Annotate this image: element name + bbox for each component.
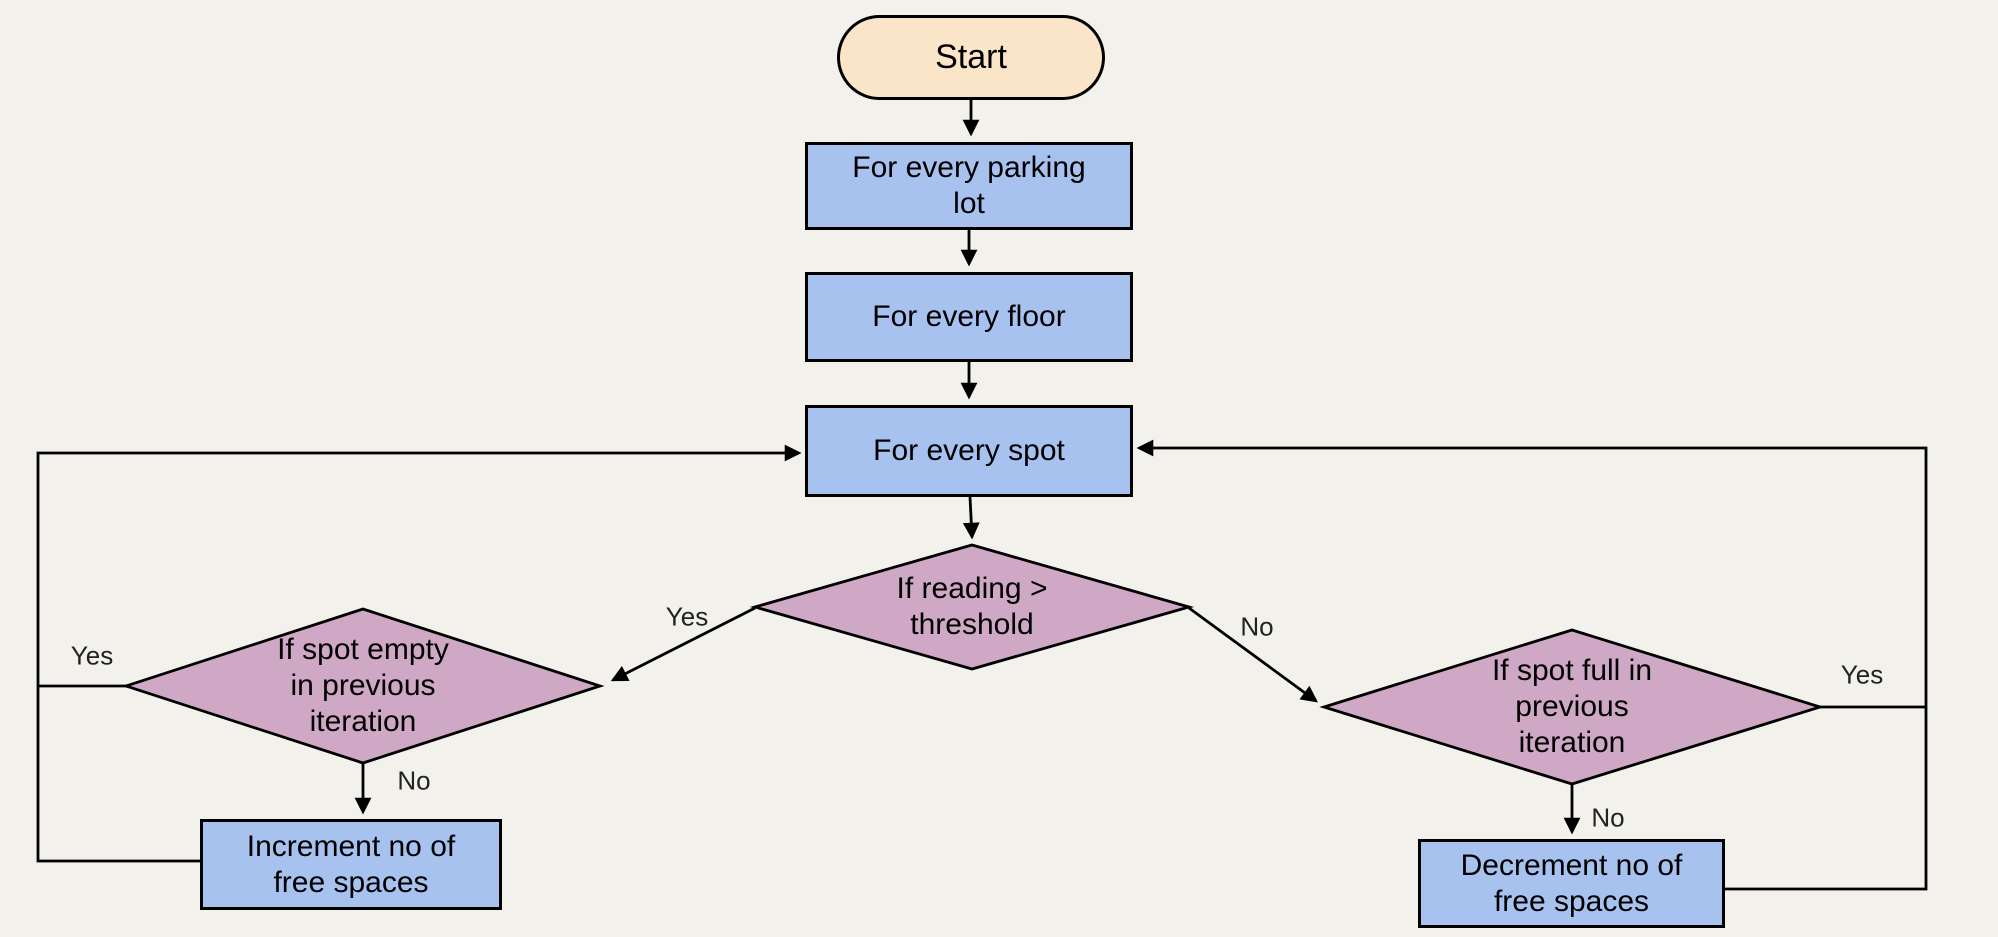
node-increment-free-spaces-label: Increment no of free spaces: [246, 829, 456, 899]
decision-if-spot-full-shape: [1319, 628, 1825, 786]
node-start-label: Start: [935, 38, 1007, 77]
node-for-every-floor-label: For every floor: [872, 300, 1066, 333]
edge-label-reading-yes: Yes: [665, 601, 709, 632]
edge-label-spot-empty-no: No: [397, 765, 431, 796]
edge-label-spot-full-yes: Yes: [1840, 659, 1884, 690]
decision-if-reading-threshold-shape: [749, 543, 1195, 671]
node-for-every-floor: For every floor: [805, 272, 1133, 362]
edge-spot-to-reading: [962, 496, 980, 540]
edge-reading-no-to-spot-full: [1188, 606, 1319, 703]
decision-if-spot-empty-shape: [121, 607, 605, 765]
edge-reading-yes-to-spot-empty: [610, 606, 756, 682]
edge-increment-loop-to-spot: [36, 444, 802, 863]
node-decrement-free-spaces-label: Decrement no of free spaces: [1460, 848, 1683, 918]
node-increment-free-spaces: Increment no of free spaces: [200, 819, 502, 910]
edge-label-spot-empty-yes: Yes: [70, 640, 114, 671]
node-decrement-free-spaces: Decrement no of free spaces: [1418, 839, 1725, 928]
edge-decrement-loop-to-spot: [1136, 439, 1928, 891]
node-for-every-spot: For every spot: [805, 405, 1133, 497]
edge-label-spot-full-no: No: [1591, 802, 1625, 833]
node-for-every-parking-lot: For every parking lot: [805, 142, 1133, 230]
node-start: Start: [837, 15, 1105, 100]
edge-label-reading-no: No: [1240, 611, 1274, 642]
node-for-every-spot-label: For every spot: [873, 434, 1065, 467]
node-for-every-parking-lot-label: For every parking lot: [852, 151, 1086, 220]
